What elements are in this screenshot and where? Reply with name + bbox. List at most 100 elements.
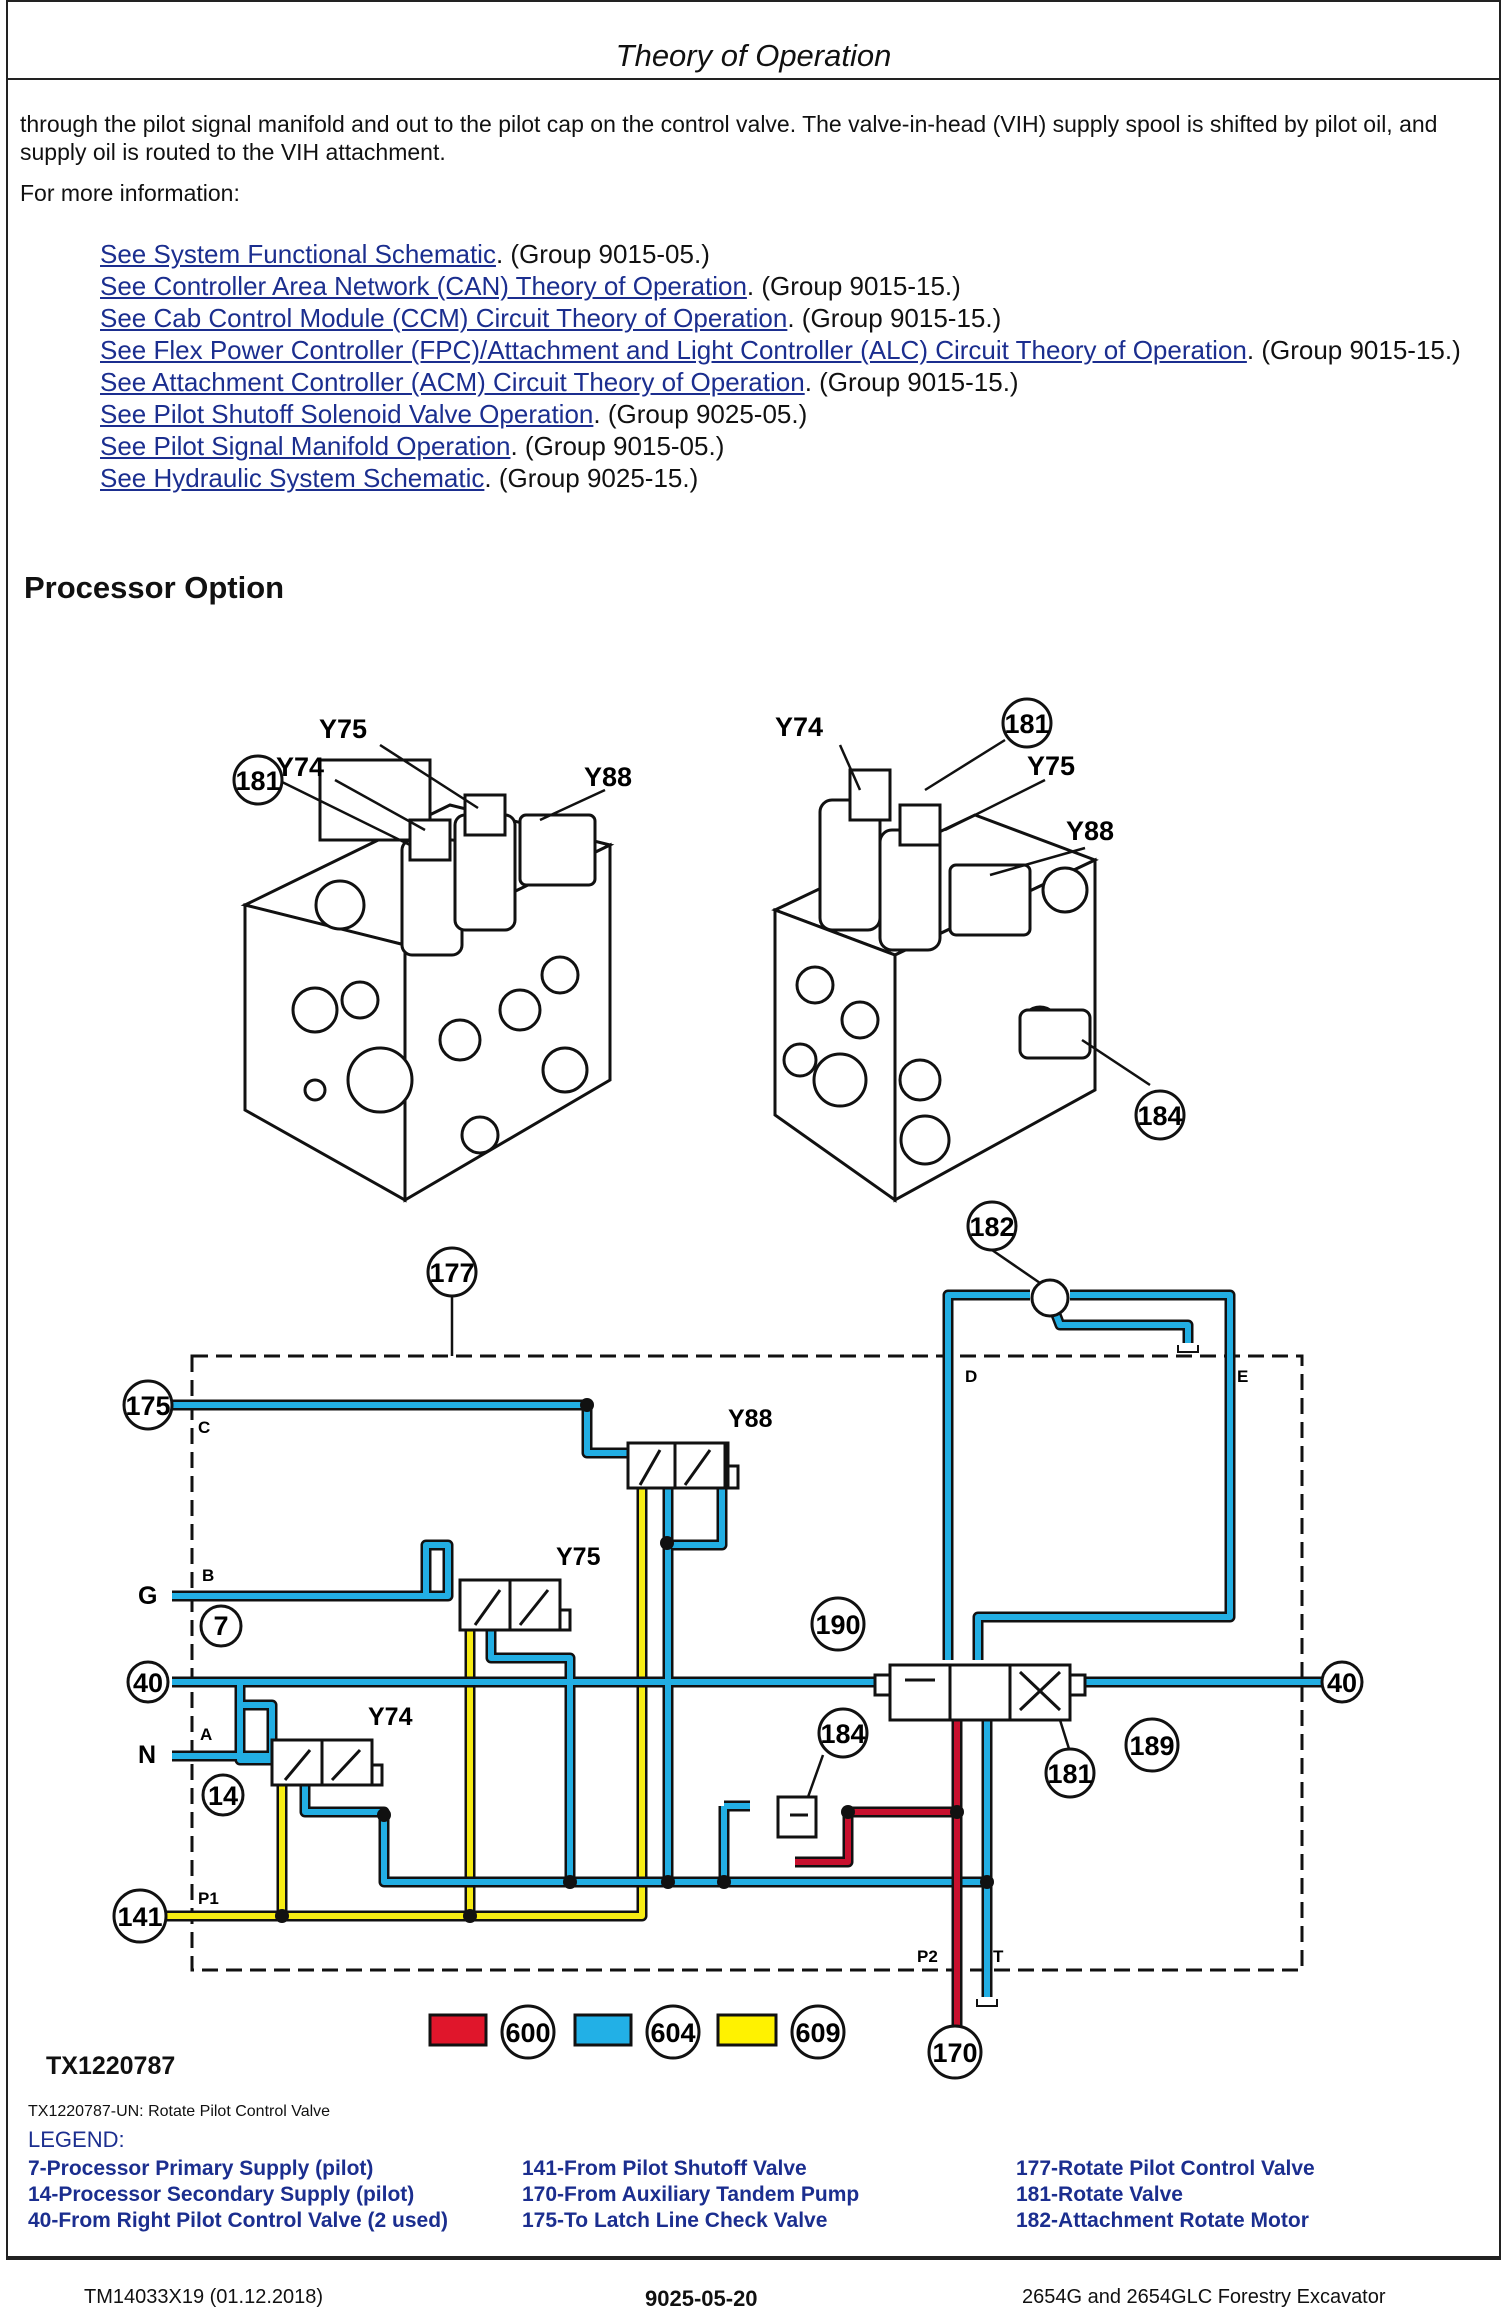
callout-175: 175 [125,1391,170,1421]
figure-caption: TX1220787-UN: Rotate Pilot Control Valve [28,2103,331,2120]
label-y88: Y88 [728,1405,773,1433]
reference-link[interactable]: See Attachment Controller (ACM) Circuit … [100,367,805,397]
color-key: 600 604 609 [428,2004,846,2060]
page-header-title: Theory of Operation [615,38,892,73]
key-600: 600 [505,2018,550,2048]
label-y88: Y88 [1066,816,1114,846]
port-p1: P1 [198,1889,219,1908]
legend-title: LEGEND: [28,2127,125,2152]
reference-links: See System Functional Schematic. (Group … [100,238,1485,494]
valve-y75 [458,1578,572,1632]
legend-item: 175-To Latch Line Check Valve [522,2209,828,2232]
callout-7: 7 [213,1611,228,1641]
reference-item: See Controller Area Network (CAN) Theory… [100,270,1485,302]
rotate-motor-182 [1030,1278,1070,1318]
key-604: 604 [650,2018,695,2048]
port-t: T [993,1947,1004,1966]
reference-item: See System Functional Schematic. (Group … [100,238,1485,270]
legend-column: 7-Processor Primary Supply (pilot) 14-Pr… [28,2156,448,2234]
legend-item: 40-From Right Pilot Control Valve (2 use… [28,2209,449,2232]
figure-id: TX1220787 [46,2052,176,2080]
legend-column: 177-Rotate Pilot Control Valve 181-Rotat… [1016,2156,1315,2234]
callout-14: 14 [208,1781,238,1811]
schematic-callouts: 177 182 175 7 40 14 141 190 184 181 189 … [112,1200,1364,2080]
callout-40: 40 [1327,1668,1357,1698]
reference-item: See Hydraulic System Schematic. (Group 9… [100,462,1485,494]
reference-item: See Flex Power Controller (FPC)/Attachme… [100,334,1485,366]
legend-item: 177-Rotate Pilot Control Valve [1016,2157,1315,2180]
reference-group: . (Group 9015-05.) [495,239,710,269]
callout-141: 141 [117,1902,162,1932]
port-g: G [138,1582,157,1610]
label-y74: Y74 [775,712,823,742]
valve-y88 [626,1441,740,1490]
reference-item: See Cab Control Module (CCM) Circuit The… [100,302,1485,334]
callout-177: 177 [429,1258,474,1288]
reference-link[interactable]: See Pilot Signal Manifold Operation [100,431,511,461]
label-y74: Y74 [368,1703,413,1731]
port-b: B [202,1566,214,1585]
port-p2: P2 [917,1947,938,1966]
reference-group: . (Group 9015-15.) [1246,335,1461,365]
blue-lines [172,1292,1342,1997]
callout-181: 181 [1047,1759,1092,1789]
footer-left: TM14033X19 (01.12.2018) [84,2286,324,2308]
footer-rule [6,2258,1501,2260]
footer-right: 2654G and 2654GLC Forestry Excavator [1022,2286,1386,2308]
reference-link[interactable]: See Flex Power Controller (FPC)/Attachme… [100,335,1247,365]
reference-group: . (Group 9025-15.) [484,463,699,493]
label-y74: Y74 [276,752,324,782]
port-n: N [138,1741,156,1769]
manifold-illustration-right [771,768,1099,1203]
callout-181: 181 [235,766,280,796]
reference-group: . (Group 9015-15.) [746,271,961,301]
legend-item: 182-Attachment Rotate Motor [1016,2209,1309,2232]
label-y88: Y88 [584,762,632,792]
footer-page-number: 9025-05-20 [645,2286,758,2311]
legend-column: 141-From Pilot Shutoff Valve 170-From Au… [522,2156,859,2234]
callout-190: 190 [815,1610,860,1640]
reference-group: . (Group 9015-15.) [804,367,1019,397]
callout-181: 181 [1004,709,1049,739]
callout-182: 182 [969,1212,1014,1242]
page-frame: Theory of Operation [6,0,1501,2258]
schematic-figure: Y75 Y74 Y88 181 Y74 181 Y75 Y88 184 [112,697,1364,2080]
rotate-valve-181 [873,1663,1087,1722]
valve-y74 [270,1738,384,1787]
relief-valve-184 [776,1795,818,1839]
port-d: D [965,1367,977,1386]
reference-link[interactable]: See Cab Control Module (CCM) Circuit The… [100,303,788,333]
port-c: C [198,1418,210,1437]
reference-link[interactable]: See Pilot Shutoff Solenoid Valve Operati… [100,399,594,429]
legend-item: 141-From Pilot Shutoff Valve [522,2157,807,2180]
label-y75: Y75 [1027,751,1075,781]
callout-184: 184 [1137,1101,1182,1131]
reference-link[interactable]: See System Functional Schematic [100,239,496,269]
callout-189: 189 [1129,1731,1174,1761]
reference-item: See Pilot Shutoff Solenoid Valve Operati… [100,398,1485,430]
reference-group: . (Group 9015-05.) [510,431,725,461]
section-title: Processor Option [24,570,285,605]
manifold-callouts: Y75 Y74 Y88 181 Y74 181 Y75 Y88 184 [232,697,1186,1141]
legend-item: 170-From Auxiliary Tandem Pump [522,2183,860,2206]
intro-paragraph: through the pilot signal manifold and ou… [20,111,1438,165]
manifold-leaders [277,738,1151,1087]
callout-170: 170 [932,2038,977,2068]
reference-item: See Pilot Signal Manifold Operation. (Gr… [100,430,1485,462]
junction-dots [275,1398,994,1923]
tank-symbols [976,1345,1199,2007]
manifold-illustration-left [240,758,615,1203]
port-e: E [1237,1367,1248,1386]
port-a: A [200,1725,212,1744]
callout-184: 184 [820,1719,865,1749]
reference-item: See Attachment Controller (ACM) Circuit … [100,366,1485,398]
legend-item: 7-Processor Primary Supply (pilot) [28,2157,374,2180]
more-info-label: For more information: [20,180,240,206]
reference-link[interactable]: See Controller Area Network (CAN) Theory… [100,271,747,301]
reference-link[interactable]: See Hydraulic System Schematic [100,463,485,493]
valve-boundary [190,1354,1304,1972]
page-header: Theory of Operation [8,2,1499,80]
callout-40: 40 [133,1668,163,1698]
red-lines [795,1718,960,2030]
label-y75: Y75 [319,714,367,744]
